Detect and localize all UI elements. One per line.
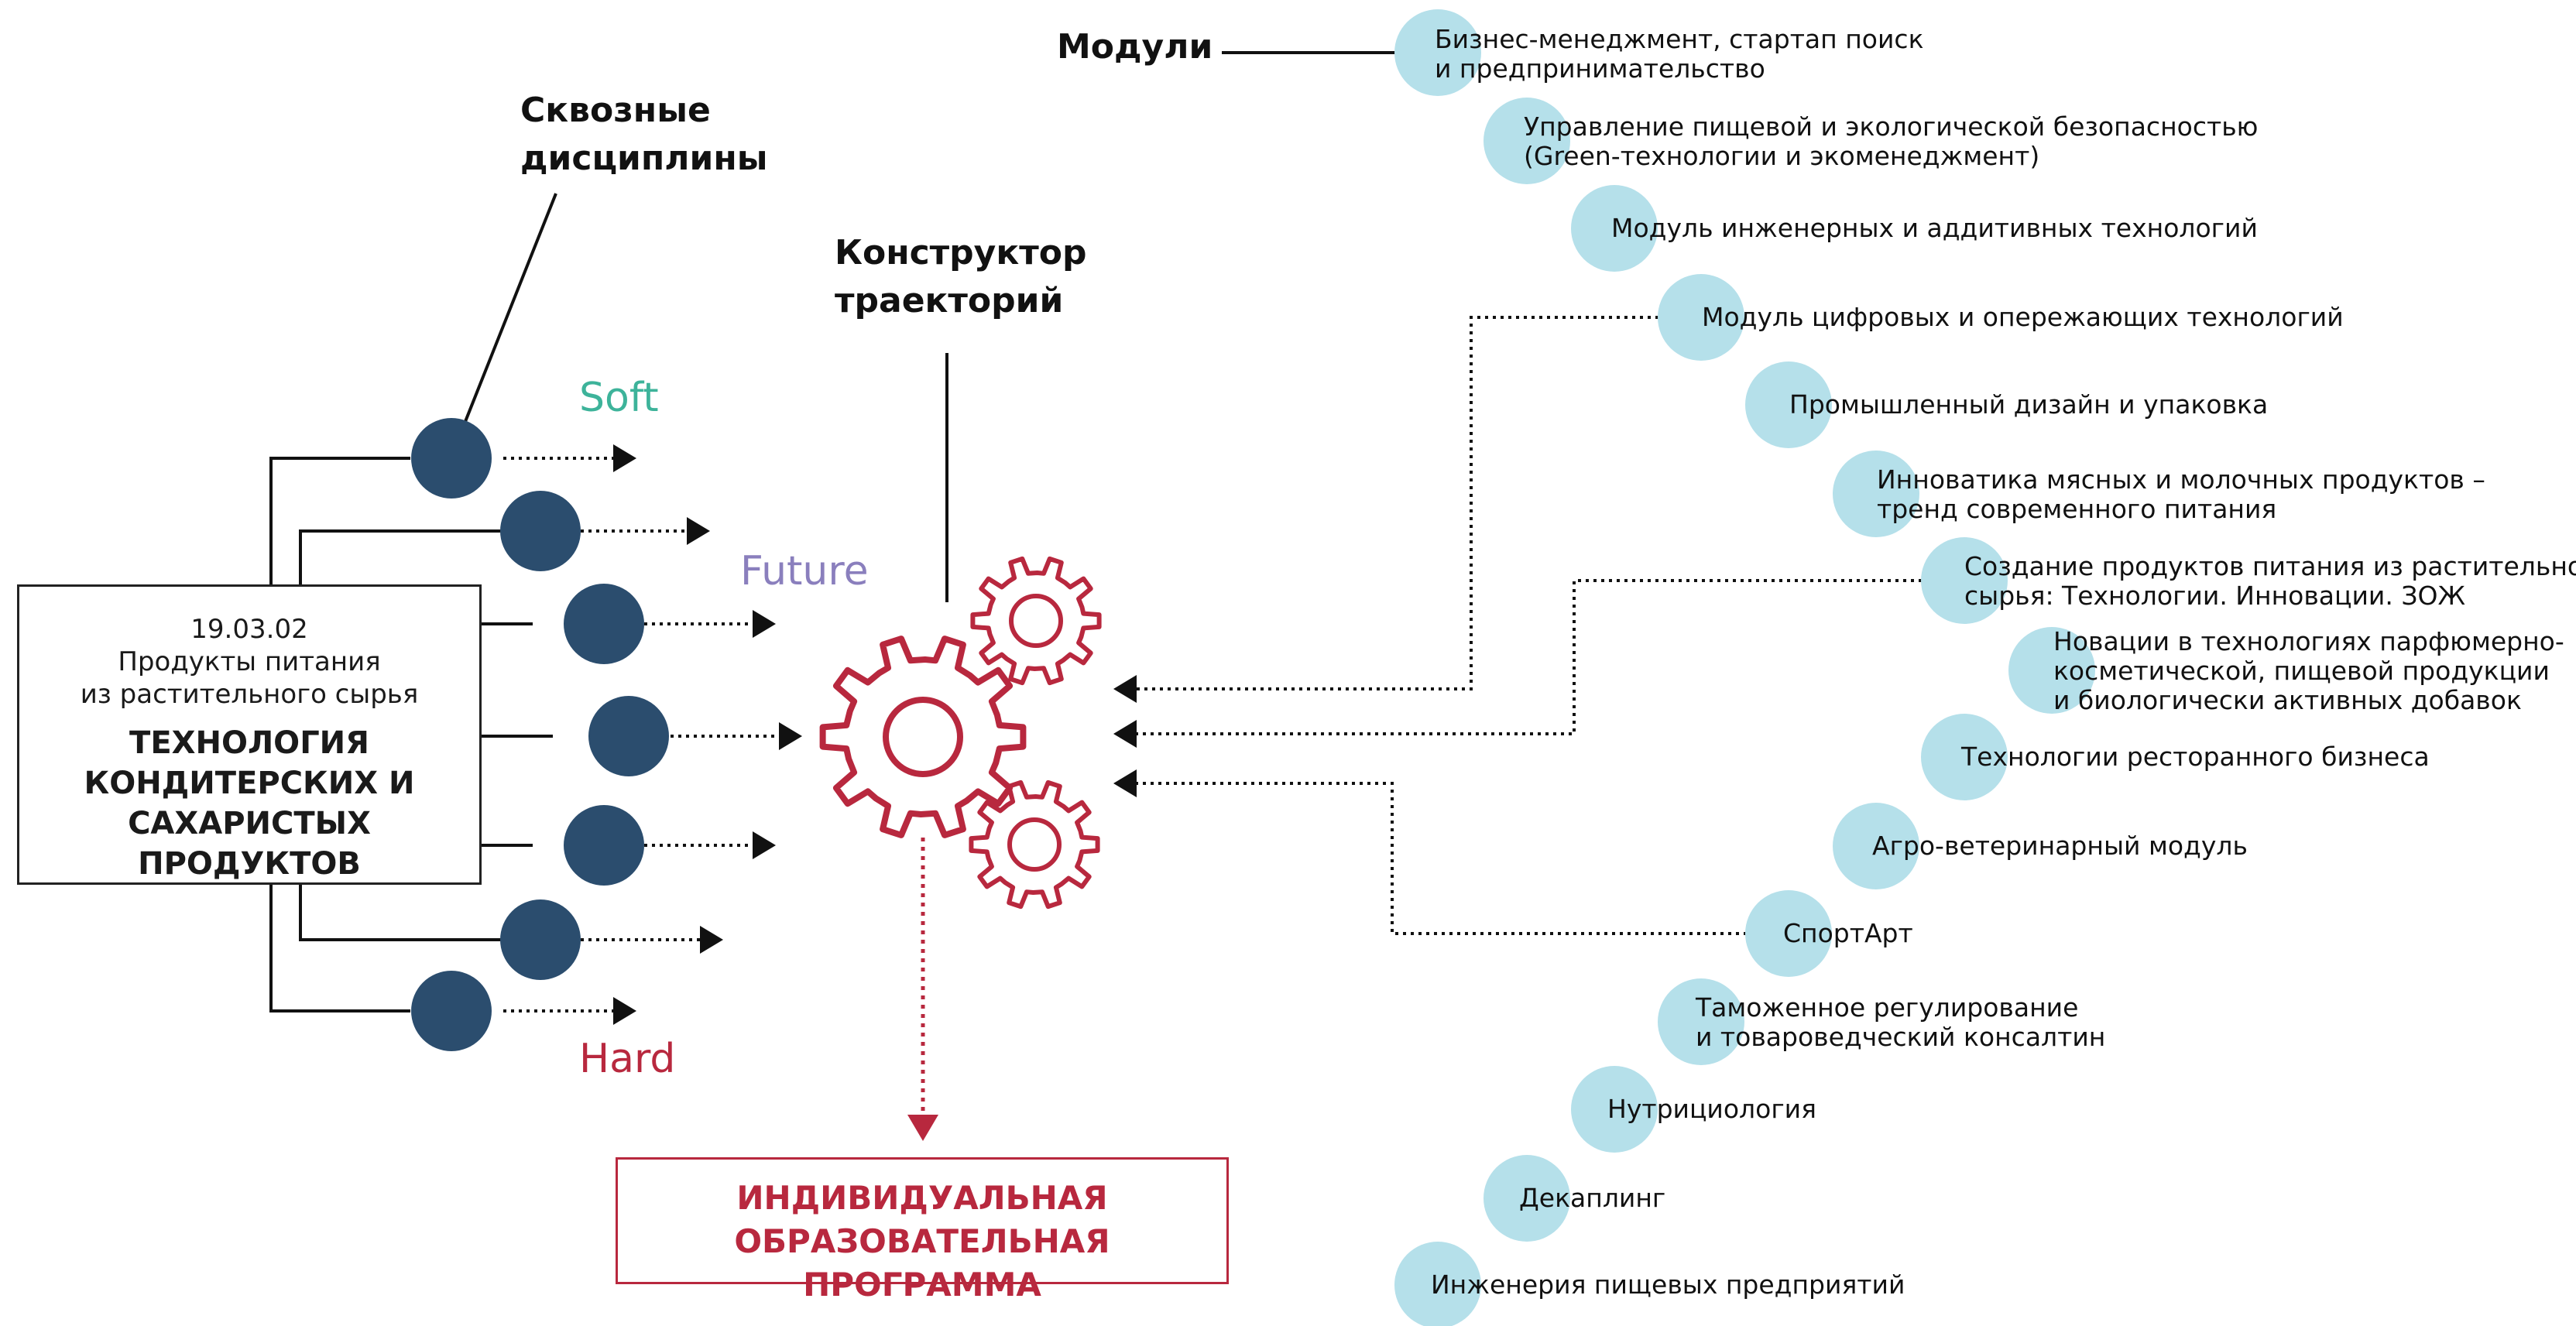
module-circle — [1833, 451, 1919, 537]
module-item: Модуль цифровых и опережающих технологий — [1702, 303, 2344, 332]
skill-node — [411, 971, 492, 1051]
module-item-text: Агро-ветеринарный модуль — [1872, 831, 2248, 861]
node-arrows — [503, 457, 784, 1012]
module-item: Инноватика мясных и молочных продуктов –… — [1877, 465, 2485, 524]
module-item: Модуль инженерных и аддитивных технологи… — [1611, 214, 2258, 243]
module-circles — [1394, 9, 2095, 1326]
cross-disciplines-connector — [461, 193, 557, 428]
hard-label: Hard — [579, 1036, 676, 1082]
module-item: Нутрициология — [1607, 1095, 1816, 1124]
module-circle — [1484, 1155, 1570, 1242]
future-label: Future — [740, 548, 869, 594]
program-name-line2: из растительного сырья — [80, 679, 419, 710]
module-circle — [1921, 714, 2008, 800]
output-line1: ИНДИВИДУАЛЬНАЯ — [736, 1179, 1108, 1217]
soft-label: Soft — [579, 375, 659, 421]
module-circle — [1571, 1066, 1658, 1153]
module-item-text: Бизнес-менеджмент, стартап поиск — [1435, 24, 1924, 54]
cross-disciplines-line2: дисциплины — [520, 139, 768, 178]
individual-program-box: ИНДИВИДУАЛЬНАЯ ОБРАЗОВАТЕЛЬНАЯ ПРОГРАММА — [616, 1157, 1229, 1304]
module-item: Декаплинг — [1519, 1184, 1665, 1213]
skill-nodes — [411, 418, 669, 1051]
program-title-line1: ТЕХНОЛОГИЯ — [129, 725, 369, 761]
module-item: Агро-ветеринарный модуль — [1872, 831, 2248, 861]
skill-node — [564, 805, 644, 886]
module-item-text: Декаплинг — [1519, 1183, 1666, 1213]
module-circle — [1921, 537, 2008, 624]
module-item-text: косметической, пищевой продукции — [2053, 656, 2550, 686]
module-item-text: Управление пищевой и экологической безоп… — [1524, 111, 2259, 142]
module-item-text: СпортАрт — [1783, 918, 1913, 948]
constructor-line1: Конструктор — [835, 233, 1087, 272]
module-circle — [1658, 274, 1744, 361]
cross-disciplines-header: Сквозные дисциплины — [520, 87, 768, 183]
program-connectors — [269, 457, 553, 1012]
module-circle — [1745, 890, 1832, 977]
constructor-header: Конструктор траекторий — [835, 229, 1087, 325]
module-circle — [1833, 803, 1919, 889]
module-arrowheads — [1113, 675, 1137, 797]
module-item-text: Таможенное регулирование — [1696, 992, 2079, 1023]
gear-icon-large — [819, 636, 1027, 838]
module-item-text: Нутрициология — [1607, 1094, 1816, 1124]
module-item-text: Создание продуктов питания из растительн… — [1964, 551, 2576, 581]
gear-icon-bottom — [969, 779, 1100, 910]
module-item-text: Новации в технологиях парфюмерно- — [2053, 626, 2564, 656]
module-circle — [1484, 98, 1570, 184]
program-title-line3: САХАРИСТЫХ ПРОДУКТОВ — [128, 806, 371, 882]
skill-node — [411, 418, 492, 499]
module-item: Создание продуктов питания из растительн… — [1964, 552, 2576, 611]
module-item-text: Промышленный дизайн и упаковка — [1789, 389, 2269, 420]
node-arrowheads — [613, 444, 802, 1025]
modules-header: Модули — [1057, 27, 1213, 67]
module-item: Управление пищевой и экологической безоп… — [1524, 112, 2258, 171]
module-item-text: Инженерия пищевых предприятий — [1431, 1269, 1905, 1300]
module-item-text: Модуль цифровых и опережающих технологий — [1702, 302, 2344, 332]
module-connectors — [1132, 316, 1922, 935]
gear-icon-top — [970, 556, 1102, 686]
skill-node — [500, 491, 581, 571]
module-circle — [2008, 627, 2095, 714]
program-title: ТЕХНОЛОГИЯ КОНДИТЕРСКИХ И САХАРИСТЫХ ПРО… — [19, 723, 479, 884]
skill-node — [588, 696, 669, 776]
module-item: СпортАрт — [1783, 919, 1913, 948]
module-circle — [1745, 361, 1832, 448]
module-circle — [1571, 185, 1658, 272]
module-item: Промышленный дизайн и упаковка — [1789, 390, 2268, 420]
constructor-line2: траекторий — [835, 281, 1064, 320]
skill-node — [500, 899, 581, 980]
module-item-text: и товароведческий консалтин — [1696, 1022, 2106, 1052]
module-item-text: (Green-технологии и экоменеджмент) — [1524, 141, 2040, 171]
module-item-text: тренд современного питания — [1877, 494, 2277, 524]
program-title-line2: КОНДИТЕРСКИХ И — [84, 766, 415, 801]
program-box: 19.03.02 Продукты питания из растительно… — [17, 584, 482, 885]
output-line2: ОБРАЗОВАТЕЛЬНАЯ ПРОГРАММА — [734, 1222, 1110, 1304]
module-circle — [1394, 9, 1481, 96]
program-code: 19.03.02 — [190, 614, 308, 645]
module-item-text: Технологии ресторанного бизнеса — [1961, 742, 2430, 772]
module-item: Новации в технологиях парфюмерно-космети… — [2053, 627, 2564, 715]
module-circle — [1394, 1242, 1481, 1326]
cross-disciplines-line1: Сквозные — [520, 91, 711, 130]
module-item-text: Модуль инженерных и аддитивных технологи… — [1611, 213, 2258, 243]
output-arrowhead — [907, 1115, 938, 1141]
module-item-text: и предпринимательство — [1435, 53, 1765, 84]
module-item-text: Инноватика мясных и молочных продуктов – — [1877, 464, 2485, 495]
module-item-text: и биологически активных добавок — [2053, 685, 2522, 715]
program-name-line1: Продукты питания — [118, 646, 381, 677]
module-item-text: сырья: Технологии. Инновации. ЗОЖ — [1964, 581, 2466, 611]
module-item: Инженерия пищевых предприятий — [1431, 1270, 1905, 1300]
module-circle — [1658, 978, 1744, 1065]
module-item: Технологии ресторанного бизнеса — [1961, 742, 2430, 772]
skill-node — [564, 584, 644, 664]
